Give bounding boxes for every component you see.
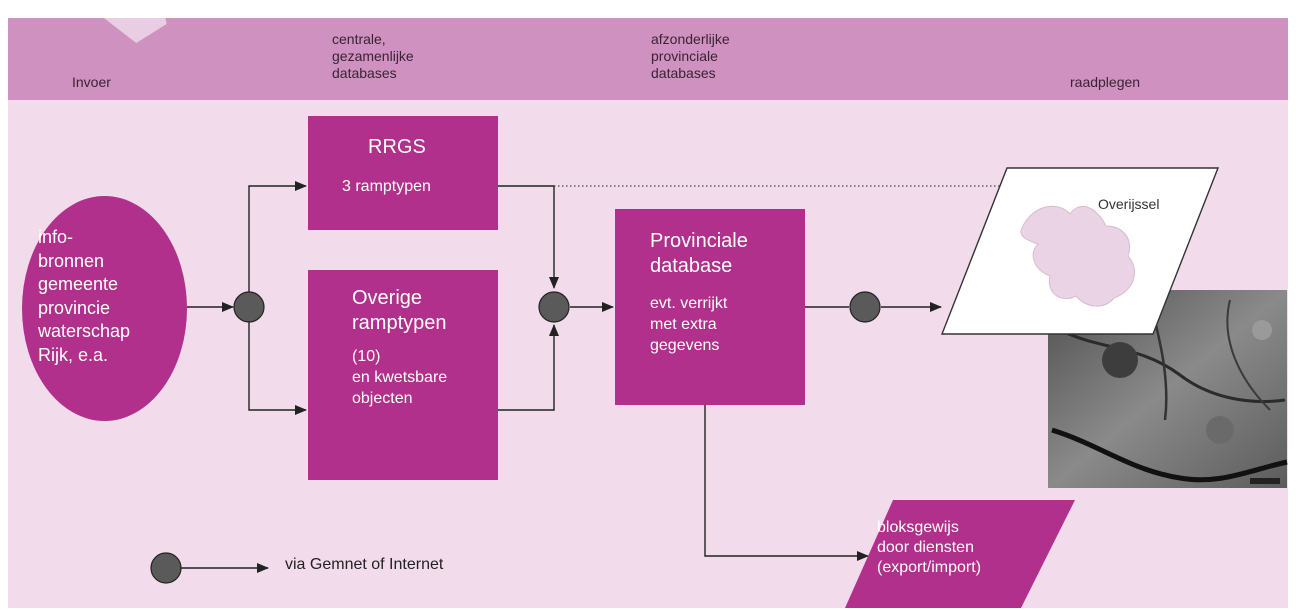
rrgs-title: RRGS bbox=[368, 136, 426, 158]
provinciale-title: Provinciale database bbox=[650, 230, 748, 277]
header-centrale-databases: centrale, gezamenlijke databases bbox=[332, 31, 414, 81]
overige-detail: (10) en kwetsbare objecten bbox=[352, 348, 448, 407]
export-label: bloksgewijs door diensten (export/import… bbox=[877, 519, 982, 576]
source-ellipse: info- bronnen gemeente provincie watersc… bbox=[22, 196, 187, 421]
network-node-2 bbox=[538, 291, 570, 323]
export-parallelogram bbox=[845, 500, 1075, 608]
arrow-provinciale-to-export bbox=[704, 405, 869, 561]
provinciale-detail: evt. verrijkt met extra gegevens bbox=[650, 295, 728, 354]
arrow-rrgs-to-merge bbox=[498, 185, 559, 289]
map-label: Overijssel bbox=[1098, 196, 1160, 212]
network-node-1 bbox=[233, 291, 265, 323]
arrow-to-rrgs bbox=[248, 181, 307, 292]
provinciale-database-box: Provinciale database evt. verrijkt met e… bbox=[615, 209, 805, 405]
network-node-3 bbox=[849, 291, 881, 323]
source-label: info- bronnen gemeente provincie watersc… bbox=[38, 227, 131, 365]
arrow-overige-to-merge bbox=[498, 324, 559, 411]
province-map-icon bbox=[940, 167, 1220, 335]
header-provinciale-databases: afzonderlijke provinciale databases bbox=[651, 31, 730, 81]
header-invoer: Invoer bbox=[72, 74, 111, 90]
rrgs-subtitle: 3 ramptypen bbox=[342, 178, 431, 195]
arrow-to-overige bbox=[248, 322, 307, 415]
legend-network-symbol bbox=[150, 552, 269, 584]
overige-title: Overige ramptypen bbox=[352, 287, 447, 334]
overige-ramptypen-box: Overige ramptypen (10) en kwetsbare obje… bbox=[308, 270, 498, 480]
header-raadplegen: raadplegen bbox=[1070, 74, 1141, 90]
rrgs-box: RRGS 3 ramptypen bbox=[308, 116, 498, 230]
legend-label: via Gemnet of Internet bbox=[285, 556, 444, 573]
header-band bbox=[8, 18, 1288, 100]
